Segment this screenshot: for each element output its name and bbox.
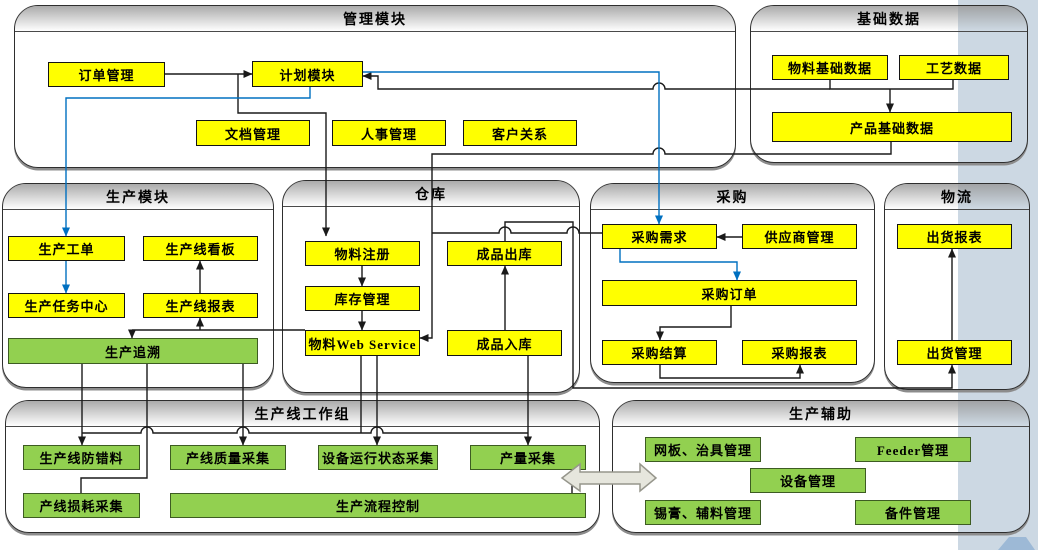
node-product-base-data: 产品基础数据 — [772, 112, 1012, 142]
node-quality-collect: 产线质量采集 — [170, 445, 286, 470]
node-fg-inbound: 成品入库 — [447, 330, 562, 356]
section-logistics: 物流 — [884, 183, 1030, 390]
node-customer-relation: 客户关系 — [463, 120, 577, 146]
section-purchase-title: 采购 — [716, 190, 749, 206]
node-shipment-report: 出货报表 — [897, 224, 1012, 249]
node-material-web-service: 物料Web Service — [305, 330, 420, 356]
section-mgmt-header: 管理模块 — [15, 6, 735, 32]
section-base-header: 基础数据 — [751, 6, 1027, 32]
section-purchase-header: 采购 — [591, 184, 874, 210]
node-work-order: 生产工单 — [8, 236, 125, 261]
node-fg-outbound: 成品出库 — [447, 241, 562, 266]
node-material-register: 物料注册 — [305, 241, 420, 266]
section-logistics-title: 物流 — [941, 190, 973, 206]
section-mgmt: 管理模块 — [14, 5, 736, 168]
side-band — [958, 0, 1038, 550]
node-line-kanban: 生产线看板 — [143, 236, 258, 261]
node-purchase-order: 采购订单 — [602, 280, 857, 306]
section-warehouse-title: 仓库 — [415, 187, 447, 203]
section-mgmt-title: 管理模块 — [343, 12, 407, 28]
node-purchase-demand: 采购需求 — [602, 224, 717, 249]
node-purchase-report: 采购报表 — [742, 340, 857, 365]
section-aux: 生产辅助 — [612, 400, 1030, 533]
node-line-report: 生产线报表 — [143, 293, 258, 318]
node-feeder-mgmt: Feeder管理 — [855, 437, 971, 462]
node-equipment-status-collect: 设备运行状态采集 — [318, 445, 438, 470]
section-aux-title: 生产辅助 — [789, 407, 853, 423]
section-prod-header: 生产模块 — [3, 184, 273, 210]
section-aux-header: 生产辅助 — [613, 401, 1029, 427]
section-line-header: 生产线工作组 — [6, 401, 599, 427]
node-shipment-mgmt: 出货管理 — [897, 340, 1012, 365]
node-stencil-fixture-mgmt: 网板、治具管理 — [645, 437, 761, 462]
node-loss-collect: 产线损耗采集 — [23, 493, 140, 518]
node-task-center: 生产任务中心 — [8, 293, 125, 318]
section-warehouse-header: 仓库 — [283, 181, 579, 207]
node-solder-material-mgmt: 锡膏、辅料管理 — [645, 500, 761, 525]
node-doc-mgmt: 文档管理 — [196, 120, 310, 146]
section-base-title: 基础数据 — [857, 12, 921, 28]
node-supplier-mgmt: 供应商管理 — [742, 224, 857, 249]
node-hr-mgmt: 人事管理 — [332, 120, 446, 146]
node-output-collect: 产量采集 — [470, 445, 586, 470]
node-process-data: 工艺数据 — [899, 55, 1009, 80]
section-prod-title: 生产模块 — [106, 190, 170, 206]
node-purchase-settlement: 采购结算 — [602, 340, 717, 365]
node-plan-module: 计划模块 — [252, 61, 363, 87]
node-error-proofing: 生产线防错料 — [23, 445, 140, 470]
section-line-title: 生产线工作组 — [254, 407, 351, 423]
node-order-mgmt: 订单管理 — [48, 62, 165, 87]
node-inventory-mgmt: 库存管理 — [305, 286, 420, 311]
node-traceability: 生产追溯 — [8, 338, 258, 364]
node-material-base-data: 物料基础数据 — [772, 55, 888, 80]
node-process-control: 生产流程控制 — [170, 493, 586, 518]
node-equipment-mgmt: 设备管理 — [750, 468, 866, 493]
node-spare-parts-mgmt: 备件管理 — [855, 500, 971, 525]
section-logistics-header: 物流 — [885, 184, 1029, 210]
